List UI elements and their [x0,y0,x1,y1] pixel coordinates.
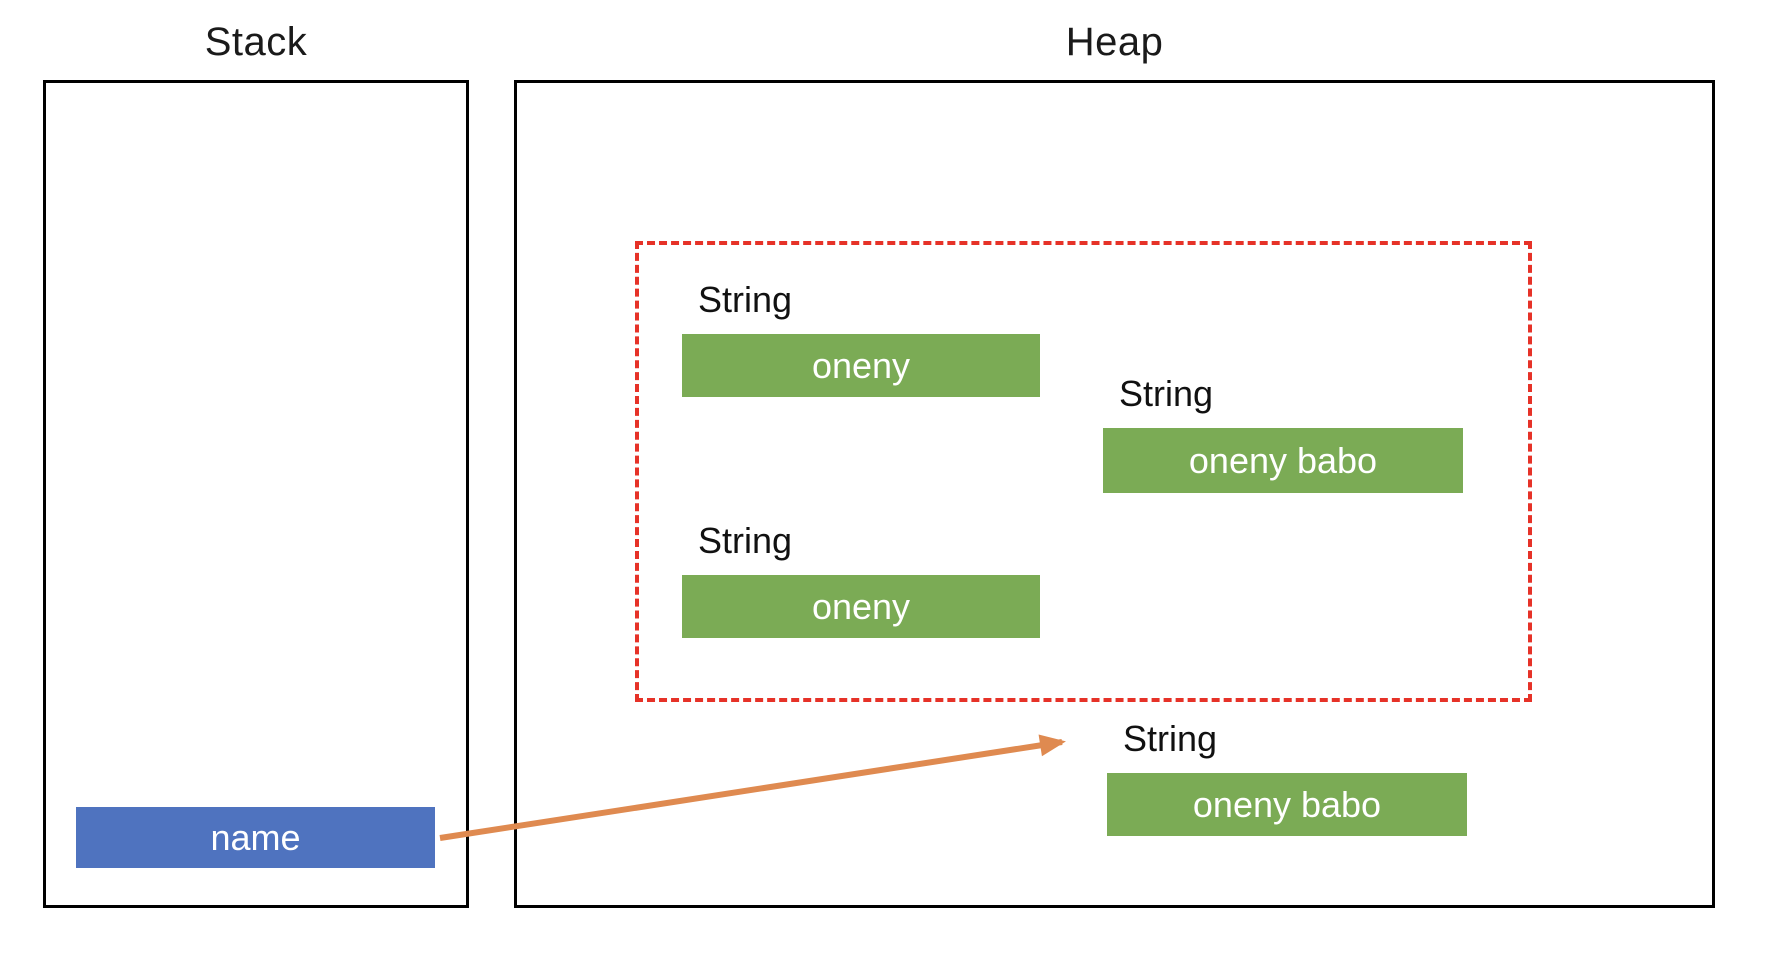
string-type-label: String [1119,373,1214,414]
string-value-box: oneny [682,334,1040,397]
string-value-box: oneny [682,575,1040,638]
heap-string-object: String oneny babo [1107,717,1467,836]
heap-string-object: String oneny [682,278,1040,397]
string-type-label: String [698,520,793,561]
stack-title: Stack [204,20,308,64]
string-type-label: String [698,279,793,320]
string-pool-dashed-box [635,241,1532,702]
heap-string-object: String oneny [682,519,1040,638]
stack-variable-name-box: name [76,807,435,868]
string-value-box: oneny babo [1107,773,1467,836]
string-type-label: String [1123,718,1218,759]
string-value-box: oneny babo [1103,428,1463,493]
heap-title: Heap [1065,20,1164,64]
stack-region-box [43,80,469,908]
heap-string-object: String oneny babo [1103,372,1463,493]
